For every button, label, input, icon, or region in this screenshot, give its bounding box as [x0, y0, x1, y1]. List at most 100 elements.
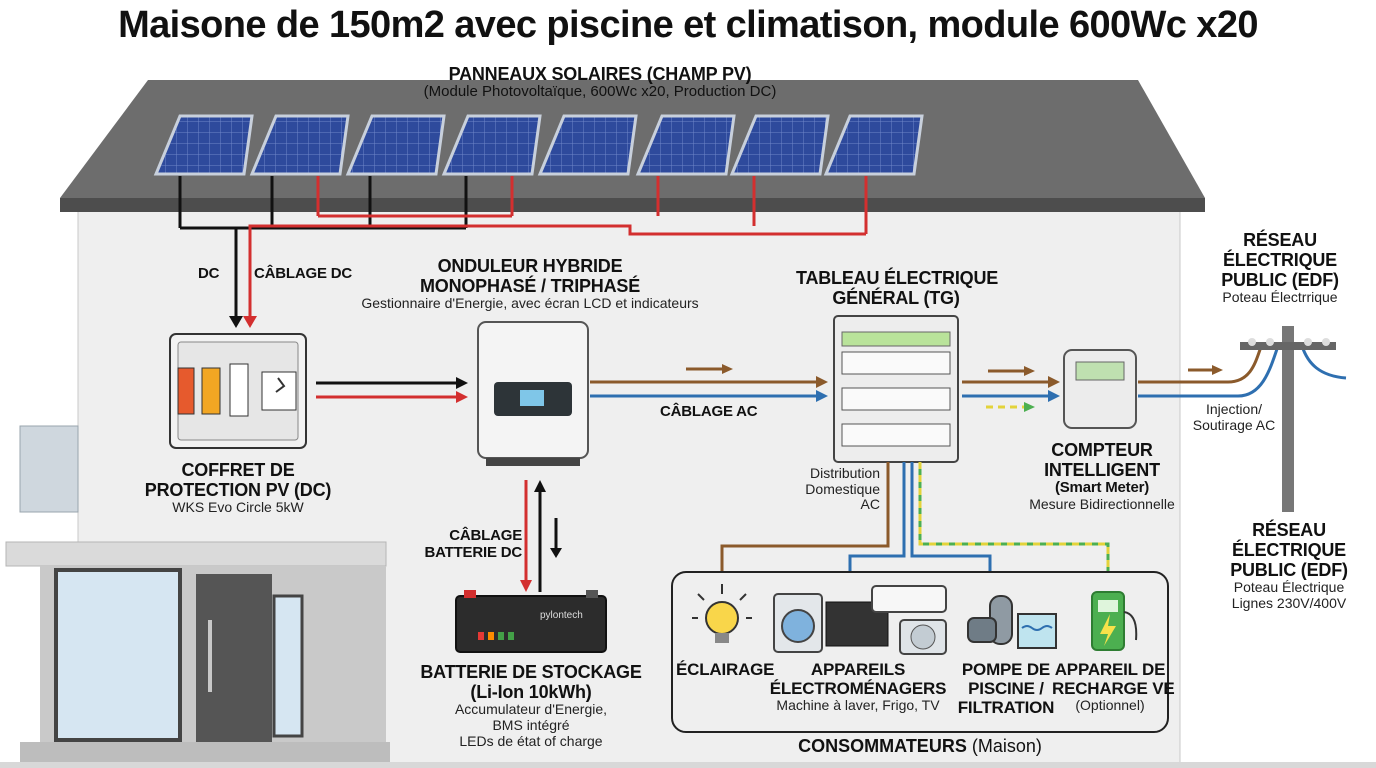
utility-pole — [1240, 326, 1336, 512]
breaker-row-2 — [841, 387, 951, 411]
panels-heading: PANNEAUX SOLAIRES (CHAMP PV) — [448, 64, 752, 84]
ev-sub: (Optionnel) — [1075, 697, 1145, 714]
pool-line2: PISCINE / — [968, 679, 1044, 699]
grid-top-sub: Poteau Électrrique — [1222, 289, 1338, 306]
breaker-row-3 — [841, 423, 951, 447]
dc-wiring — [178, 176, 868, 328]
meter-line3: (Smart Meter) — [1054, 479, 1150, 497]
consumers-footer-bold: CONSOMMATEURS — [798, 736, 967, 756]
entry-door — [196, 574, 272, 742]
porch-step — [20, 742, 390, 762]
board-label: TABLEAU ÉLECTRIQUE GÉNÉRAL (TG) — [796, 268, 998, 309]
dc-arrow-red — [243, 316, 257, 328]
pool-pump-icon — [967, 595, 1057, 649]
protection-label: COFFRET DE PROTECTION PV (DC) WKS Evo Ci… — [138, 460, 338, 516]
solar-panel — [249, 114, 350, 176]
solar-panel — [729, 114, 830, 176]
window-glass — [54, 568, 182, 742]
door-handle — [208, 620, 212, 692]
battery-line2: (Li-Ion 10kWh) — [470, 682, 592, 703]
battery-wiring — [520, 480, 562, 592]
hybrid-inverter — [477, 321, 589, 466]
battery-storage: pylontech — [455, 590, 607, 653]
battery-wiring-line2: BATTERIE DC — [424, 543, 522, 561]
inverter-line1: ONDULEUR HYBRIDE — [437, 256, 623, 276]
ac-link-inverter-board — [590, 364, 828, 402]
solar-panel — [635, 114, 736, 176]
battery-brand: pylontech — [540, 610, 583, 621]
protection-line1: COFFRET DE — [181, 460, 295, 480]
meter-lcd — [1075, 361, 1125, 381]
appliances-line2: ÉLECTROMÉNAGERS — [769, 679, 947, 699]
ev-charger-icon — [1091, 591, 1138, 651]
battery-line1: BATTERIE DE STOCKAGE — [420, 662, 642, 682]
inverter-lcd — [520, 390, 544, 406]
dc-positive-cable — [248, 176, 868, 318]
grid-bottom-sub2: Lignes 230V/400V — [1231, 595, 1347, 612]
inverter-sub: Gestionnaire d'Energie, avec écran LCD e… — [361, 295, 699, 312]
battery-label: BATTERIE DE STOCKAGE (Li-Ion 10kWh) Accu… — [416, 662, 646, 749]
grid-top-line3: PUBLIC (EDF) — [1221, 270, 1339, 291]
solar-panel — [823, 114, 924, 176]
battery-led-2 — [488, 632, 494, 640]
meter-label: COMPTEUR INTELLIGENT (Smart Meter) Mesur… — [1012, 440, 1192, 513]
pv-protection-box — [169, 333, 307, 449]
grid-top-label: RÉSEAU ÉLECTRIQUE PUBLIC (EDF) Poteau Él… — [1210, 230, 1350, 306]
battery-led-3 — [498, 632, 504, 640]
inverter-line2: MONOPHASÉ / TRIPHASÉ — [419, 276, 641, 297]
battery-sub1: Accumulateur d'Energie, — [454, 701, 608, 718]
house — [0, 80, 1376, 768]
battery-sub2: BMS intégré — [492, 716, 570, 733]
solar-panel — [537, 114, 638, 176]
consumers-footer-normal: (Maison) — [966, 736, 1042, 756]
board-line2: GÉNÉRAL (TG) — [832, 288, 960, 309]
porch-canopy — [5, 541, 387, 567]
dc-wiring-label: CÂBLAGE DC — [254, 265, 352, 282]
protection-sub: WKS Evo Circle 5kW — [172, 499, 304, 516]
meter-line2: INTELLIGENT — [1044, 460, 1160, 481]
consumers-footer: CONSOMMATEURS (Maison) — [720, 736, 1120, 756]
ac-link-board-meter — [962, 366, 1060, 412]
solar-panel — [345, 114, 446, 176]
solar-panel — [153, 114, 254, 176]
grid-top-line2: ÉLECTRIQUE — [1222, 250, 1337, 271]
distribution-label: Distribution Domestique AC — [798, 465, 880, 513]
fuse-holder-1 — [177, 367, 195, 415]
grid-bottom-label: RÉSEAU ÉLECTRIQUE PUBLIC (EDF) Poteau Él… — [1214, 520, 1364, 612]
ev-label: APPAREIL DE RECHARGE VE (Optionnel) — [1052, 660, 1175, 714]
dc-link-to-inverter — [316, 377, 468, 403]
ev-line1: APPAREIL DE — [1054, 660, 1166, 679]
battery-wiring-label: CÂBLAGE BATTERIE DC — [418, 527, 522, 562]
balcony-post — [19, 425, 79, 513]
grid-top-line1: RÉSEAU — [1243, 230, 1317, 250]
main-electrical-board — [833, 315, 959, 463]
grid-bottom-line1: RÉSEAU — [1252, 520, 1326, 540]
side-window — [272, 594, 304, 738]
inverter-label: ONDULEUR HYBRIDE MONOPHASÉ / TRIPHASÉ Ge… — [360, 256, 700, 312]
distribution-line3: AC — [860, 496, 880, 513]
grid-bottom-sub1: Poteau Électrique — [1233, 579, 1345, 596]
protection-line2: PROTECTION PV (DC) — [144, 480, 332, 501]
dc-label: DC — [198, 265, 220, 282]
dc-breaker — [229, 363, 249, 417]
dc-negative-cable — [178, 176, 468, 318]
panels-label: PANNEAUX SOLAIRES (CHAMP PV) (Module Pho… — [400, 64, 800, 101]
injection-line1: Injection/ — [1205, 401, 1263, 417]
distribution-line1: Distribution — [809, 465, 880, 481]
appliances-icon — [773, 585, 947, 655]
grid-bottom-line3: PUBLIC (EDF) — [1230, 560, 1348, 581]
battery-sub3: LEDs de état of charge — [459, 732, 603, 749]
solar-panel — [441, 114, 542, 176]
injection-label: Injection/ Soutirage AC — [1180, 401, 1288, 433]
pool-line1: POMPE DE — [961, 660, 1051, 679]
pool-label: POMPE DE PISCINE / FILTRATION — [954, 660, 1058, 717]
battery-led-1 — [478, 632, 484, 640]
battery-wiring-line1: CÂBLAGE — [449, 527, 522, 544]
page-title: Maisone de 150m2 avec piscine et climati… — [118, 4, 1258, 46]
smart-meter — [1063, 349, 1137, 429]
light-bulb-icon — [692, 584, 752, 643]
dc-arrow-black — [229, 316, 243, 328]
breaker-row-1 — [841, 351, 951, 375]
meter-line1: COMPTEUR — [1051, 440, 1153, 460]
